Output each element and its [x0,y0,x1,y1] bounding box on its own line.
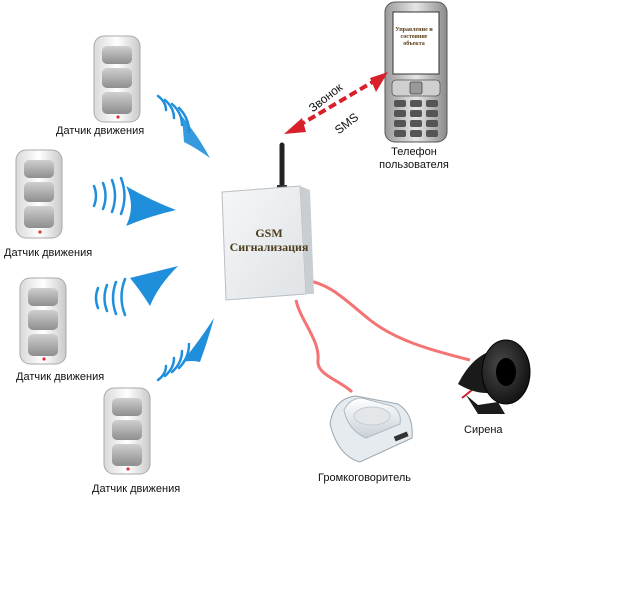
phone-screen-text: Управление и состояние объекта [395,27,433,47]
user-phone-icon [384,1,448,143]
motion-sensor-3-label: Датчик движения [16,371,105,383]
motion-sensor-4-label: Датчик движения [92,483,181,495]
siren-icon [458,339,531,414]
motion-sensor-3-icon [19,277,67,365]
phone-label-line1: Телефон [391,146,437,158]
signal-waves-3-icon [94,266,178,317]
signal-waves-4-icon [156,318,214,382]
phone-label-line2: пользователя [379,159,449,171]
signal-waves-1-icon [156,94,210,158]
communication-arrow [284,72,388,134]
motion-sensor-1-label: Датчик движения [56,125,145,137]
loudspeaker-icon [329,395,413,463]
motion-sensor-4-icon [103,387,151,475]
gsm-unit-line1: GSM [255,226,283,240]
motion-sensor-2-label: Датчик движения [4,247,93,259]
cable-to-speaker [294,299,354,394]
phone-label: Телефон пользователя [366,146,462,172]
gsm-unit-line2: Сигнализация [229,240,309,254]
gsm-unit-label: GSM Сигнализация [226,226,312,254]
siren-label: Сирена [464,424,503,436]
motion-sensor-2-icon [15,149,63,239]
speaker-label: Громкоговоритель [318,472,411,484]
cable-to-siren [303,278,471,362]
gsm-alarm-unit [221,142,314,301]
signal-waves-2-icon [92,176,176,226]
motion-sensor-1-icon [93,35,141,123]
